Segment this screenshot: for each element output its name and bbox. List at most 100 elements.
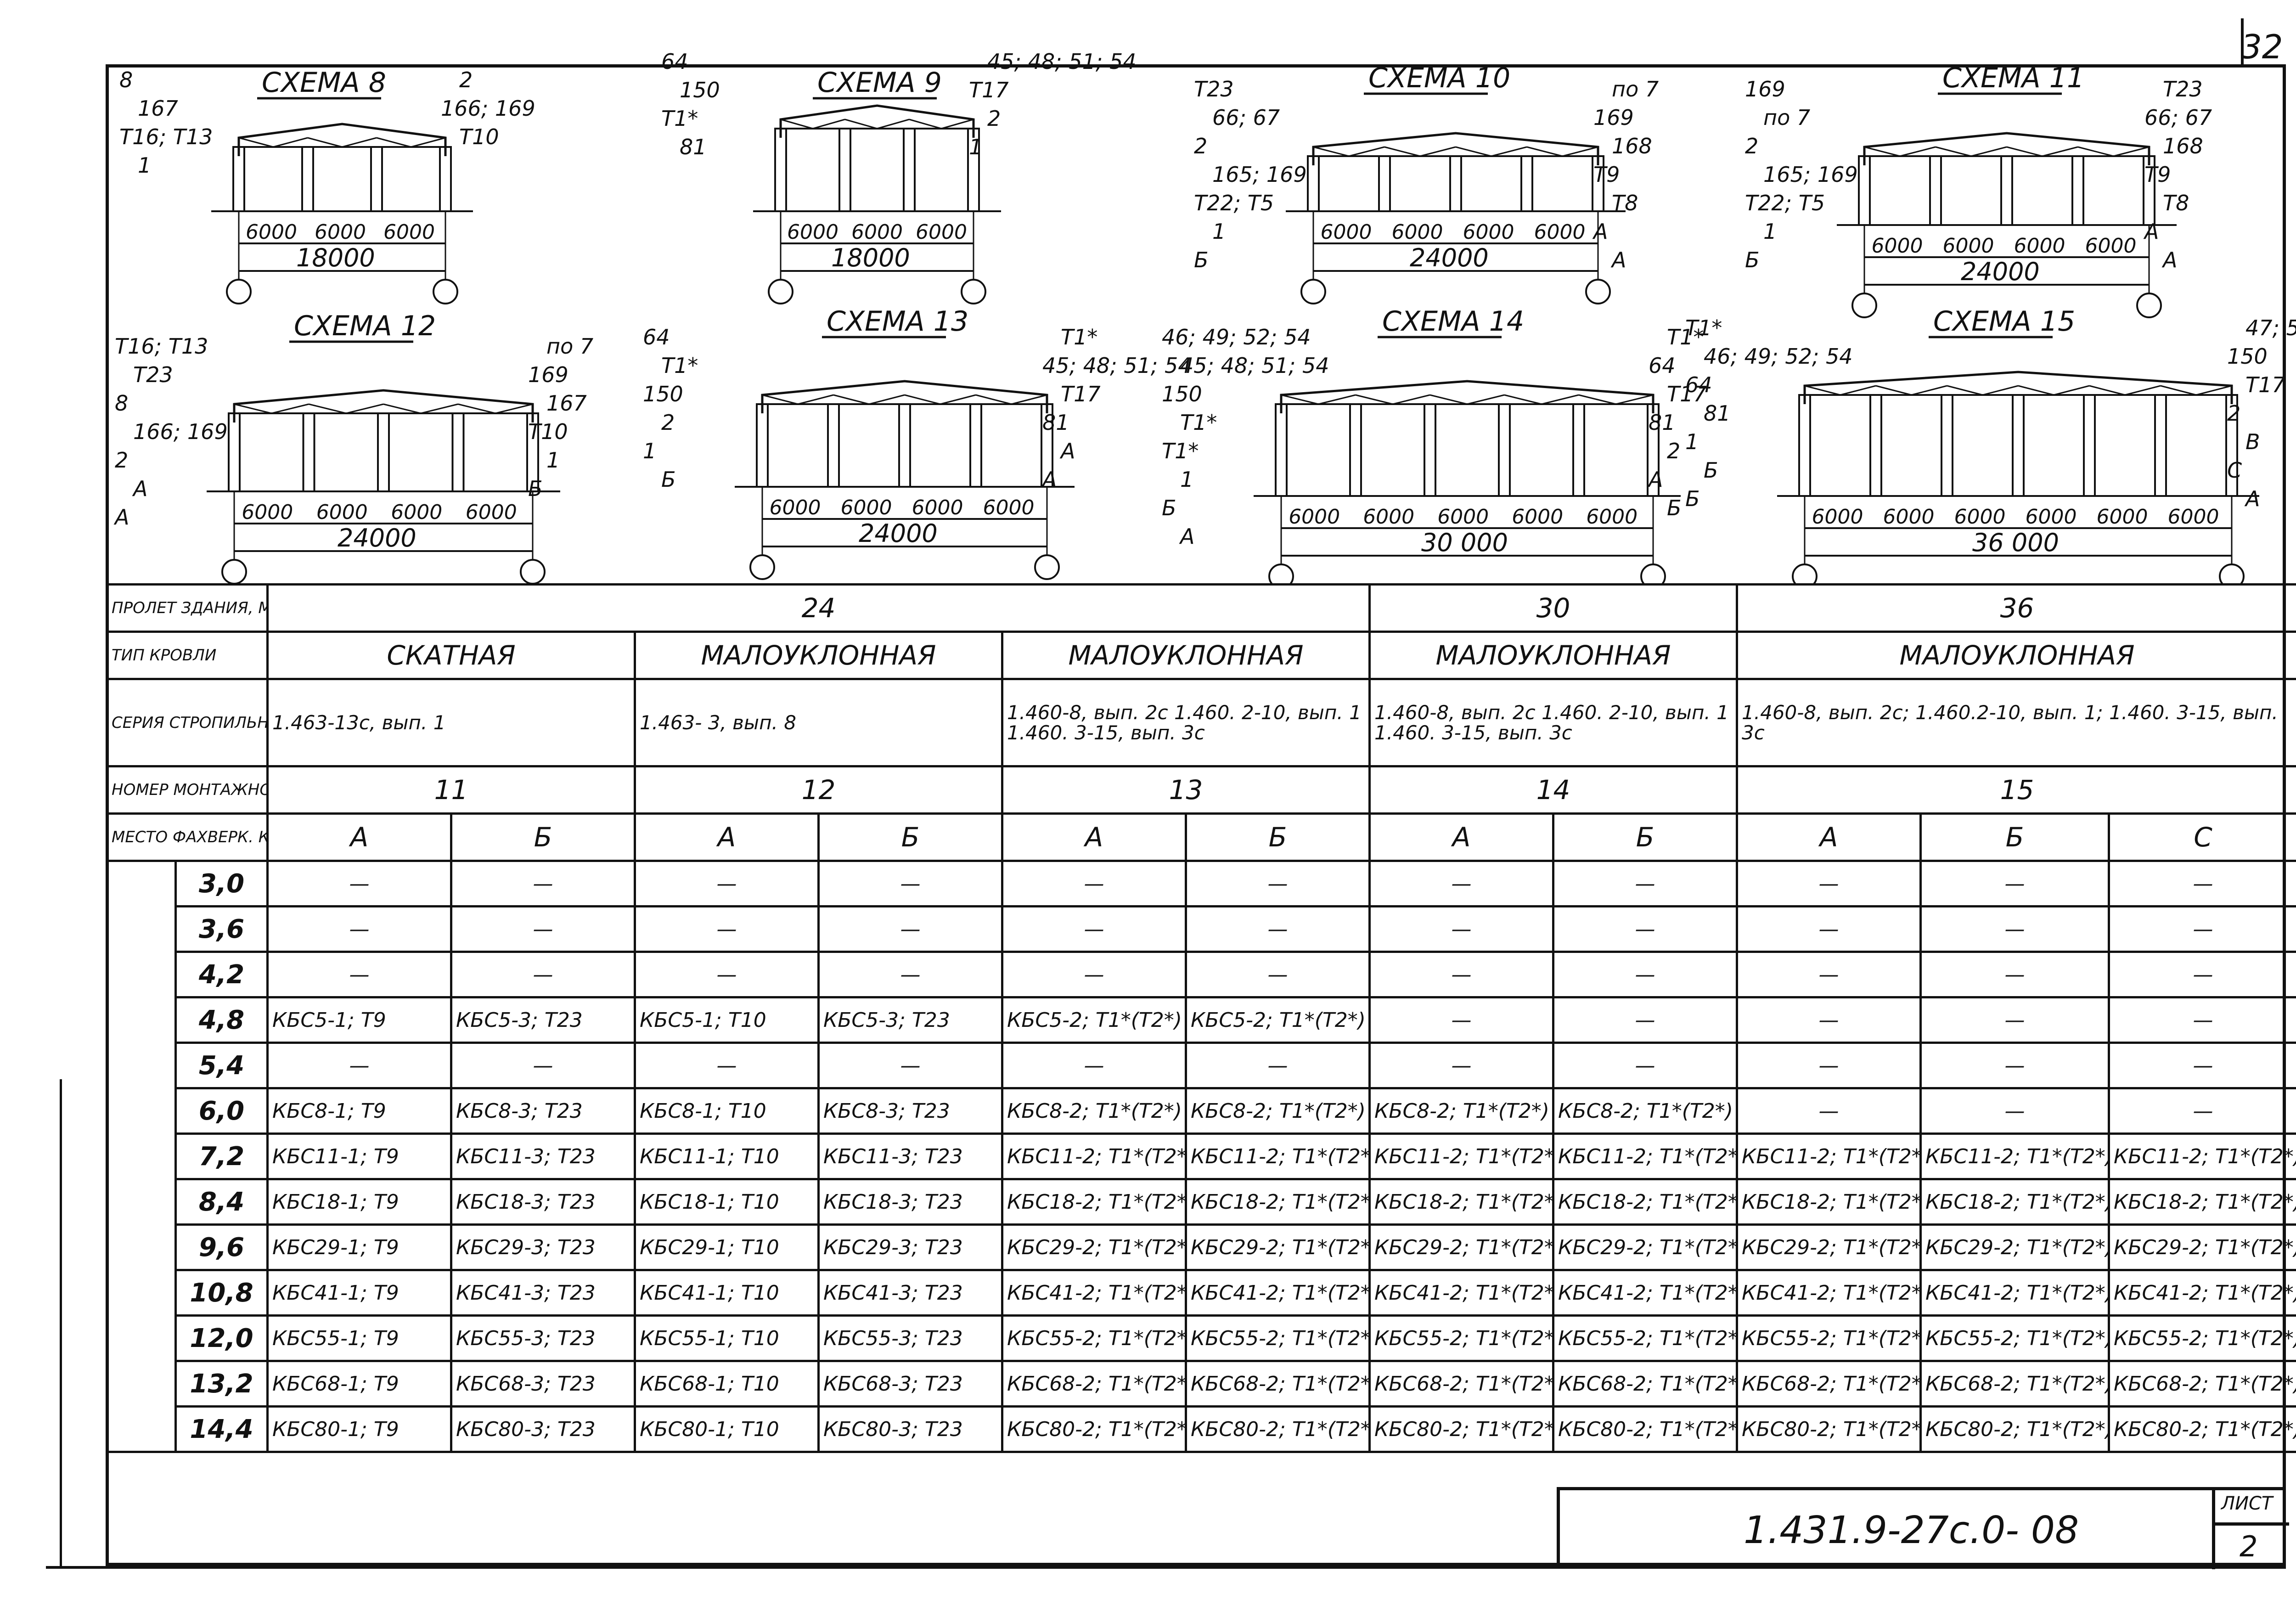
truss-diagonal xyxy=(833,394,869,405)
bay-dimension: 6000 xyxy=(912,496,963,519)
column xyxy=(1424,403,1436,497)
truss-diagonal xyxy=(383,403,421,414)
callout-label: 1 xyxy=(643,439,656,463)
callout-label: А xyxy=(2161,248,2177,272)
roof-truss xyxy=(1312,132,1599,165)
callout-label: 64 xyxy=(1685,372,1712,397)
bay-dimension: 6000 xyxy=(2026,505,2077,529)
table-cell: КБС80-2; Т1*(Т2*) xyxy=(1736,1405,1922,1453)
document-code: 1.431.9-27с.0- 08 xyxy=(1744,1509,2079,1552)
table-cell: КБС11-2; Т1*(Т2*) xyxy=(2108,1132,2296,1180)
column xyxy=(1349,403,1362,497)
table-cell: КБС41-3; Т23 xyxy=(450,1269,636,1317)
table-cell: КБС80-1; Т10 xyxy=(634,1405,820,1453)
table-cell: КБС11-1; Т9 xyxy=(266,1132,452,1180)
bay-dimension: 6000 xyxy=(983,496,1035,519)
table-cell: КБС55-2; Т1*(Т2*) xyxy=(1368,1314,1555,1362)
truss-diagonal xyxy=(307,137,343,148)
truss-diagonal xyxy=(458,403,496,414)
sheet-number: 32 xyxy=(2241,28,2283,66)
column xyxy=(2000,155,2013,226)
column xyxy=(774,128,787,212)
bay-dimension: 6000 xyxy=(1883,505,1935,529)
table-row: 5,4——————————— xyxy=(107,1042,2296,1089)
truss-diagonal xyxy=(1467,394,1505,405)
table-cell: КБС68-2; Т1*(Т2*) xyxy=(1736,1360,1922,1408)
callout-label: А xyxy=(1647,467,1663,492)
table-cell: КБС55-3; Т23 xyxy=(817,1314,1003,1362)
span-value: 24 xyxy=(266,583,1371,633)
truss-diagonal xyxy=(1384,146,1420,157)
column xyxy=(969,403,982,488)
table-cell: КБС5-2; Т1*(Т2*) xyxy=(1001,996,1187,1044)
table-cell: КБС11-2; Т1*(Т2*) xyxy=(1368,1132,1555,1180)
bay-dimension: 6000 xyxy=(315,220,366,244)
span-dimension: 30 000 xyxy=(1421,528,1508,557)
scheme-title: СХЕМА 11 xyxy=(1942,62,2084,94)
table-cell: КБС41-2; Т1*(Т2*) xyxy=(2108,1269,2296,1317)
table-cell: — xyxy=(1736,905,1922,953)
callout-label: А xyxy=(1592,219,1608,244)
span-dimension: 24000 xyxy=(1961,257,2040,286)
table-cell: — xyxy=(1001,1042,1187,1089)
table-cell: КБС5-1; Т10 xyxy=(634,996,820,1044)
truss-diagonal xyxy=(2018,385,2054,396)
table-cell: КБС8-1; Т10 xyxy=(634,1087,820,1135)
scheme-title: СХЕМА 10 xyxy=(1368,62,1510,94)
bay-dimension: 6000 xyxy=(2097,505,2148,529)
truss-diagonal xyxy=(346,403,384,414)
span-dimension: 36 000 xyxy=(1972,528,2059,557)
roof-truss xyxy=(1863,132,2150,165)
callout-label: 2 xyxy=(1745,134,1758,158)
bay-dimension: 6000 xyxy=(1954,505,2006,529)
callout-label: 1 xyxy=(1685,429,1699,454)
span-dimension: 18000 xyxy=(831,243,910,272)
truss-diagonal xyxy=(2006,146,2043,157)
truss-diagonal xyxy=(411,137,446,148)
truss-diagonal xyxy=(844,118,878,130)
truss-diagonal xyxy=(1947,385,1983,396)
truss-diagonal xyxy=(940,394,976,405)
callout-label: 81 xyxy=(1042,410,1069,435)
truss-diagonal xyxy=(1541,394,1579,405)
table-cell: — xyxy=(1001,905,1187,953)
table-cell: КБС11-3; Т23 xyxy=(817,1132,1003,1180)
axis-marker xyxy=(1300,279,1326,304)
callout-label: T23 xyxy=(2163,77,2203,101)
table-cell: КБС80-2; Т1*(Т2*) xyxy=(2108,1405,2296,1453)
column xyxy=(377,412,390,492)
title-block-divider xyxy=(2212,1522,2289,1526)
column-place: А xyxy=(1736,812,1922,862)
callout-label: 81 xyxy=(1649,410,1676,435)
column xyxy=(1275,403,1288,497)
callout-label: T17 xyxy=(1061,382,1101,406)
callout-label: 81 xyxy=(1704,401,1731,426)
table-cell: КБС41-1; Т10 xyxy=(634,1269,820,1317)
table-cell: КБС18-2; Т1*(Т2*) xyxy=(2108,1178,2296,1226)
table-cell: — xyxy=(1736,996,1922,1044)
table-cell: КБС80-1; Т9 xyxy=(266,1405,452,1453)
callout-label: 166; 169 xyxy=(133,419,228,444)
column-place: Б xyxy=(817,812,1003,862)
sheet-number-bar xyxy=(2241,18,2244,64)
truss-series: 1.460-8, вып. 2с 1.460. 2-10, вып. 1 1.4… xyxy=(1001,678,1371,767)
truss-diagonal xyxy=(1935,146,1971,157)
column xyxy=(1869,394,1882,497)
truss-diagonal xyxy=(1429,394,1468,405)
table-cell: КБС29-3; Т23 xyxy=(817,1223,1003,1271)
roof-truss xyxy=(1803,371,2233,404)
callout-label: Б xyxy=(1704,458,1718,483)
callout-label: 1 xyxy=(1212,219,1226,244)
table-cell: КБС11-2; Т1*(Т2*) xyxy=(1919,1132,2110,1180)
table-cell: — xyxy=(1368,996,1555,1044)
table-cell: КБС41-2; Т1*(Т2*) xyxy=(1184,1269,1371,1317)
truss-diagonal xyxy=(909,118,942,130)
callout-label: 168 xyxy=(1612,134,1652,158)
callout-label: 166; 169 xyxy=(441,96,535,121)
roof-truss xyxy=(233,389,534,423)
